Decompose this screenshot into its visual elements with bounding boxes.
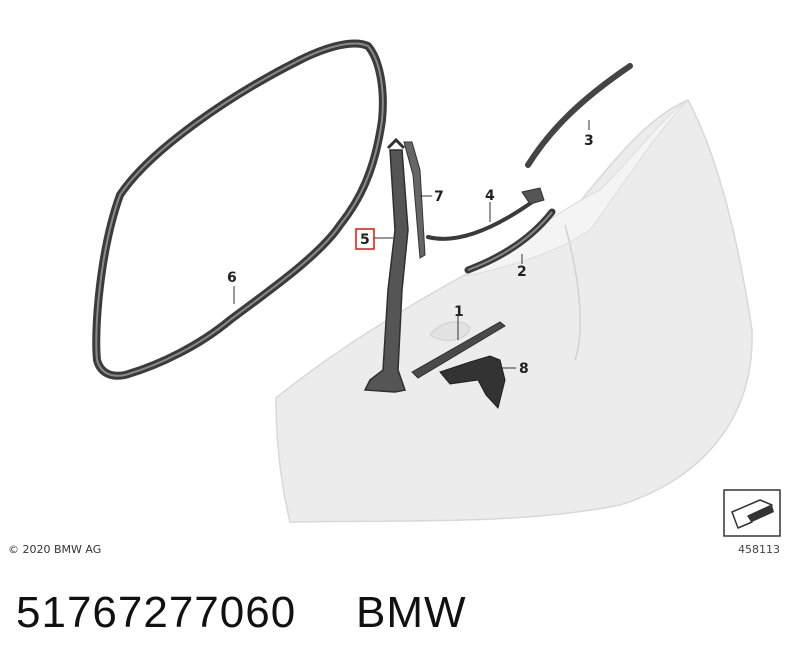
window-channel-part-4 [426, 198, 537, 241]
diagram-reference-number: 458113 [738, 543, 780, 556]
pillar-seal-top [386, 137, 406, 150]
callout-3: 3 [584, 133, 594, 149]
moulding-part-1 [411, 321, 506, 379]
parts-diagram: 6 5 7 4 3 2 1 8 [92, 39, 781, 537]
door-seal-highlight [95, 42, 384, 377]
bracket-part-8 [439, 355, 506, 410]
callout-8: 8 [519, 361, 529, 377]
brand-name: BMW [356, 588, 467, 637]
callout-6: 6 [227, 270, 237, 286]
window-seal-part-3 [525, 63, 633, 168]
belt-seal-highlight [467, 211, 553, 271]
strip-part-7 [403, 141, 426, 259]
door-window-frame [465, 99, 689, 277]
callout-4: 4 [485, 188, 495, 204]
part-number: 51767277060 [16, 588, 297, 637]
door-handle [429, 321, 471, 341]
callout-7: 7 [434, 189, 444, 205]
leader-lines [233, 120, 590, 369]
callout-5-highlight-box [355, 228, 375, 250]
copyright-text: © 2020 BMW AG [8, 543, 102, 556]
callout-2: 2 [517, 264, 527, 280]
callout-1: 1 [454, 304, 464, 320]
pillar-seal-part-5 [363, 149, 409, 393]
door-shutline [564, 224, 581, 361]
callout-5: 5 [360, 232, 370, 248]
door-body-panel [275, 99, 753, 523]
orientation-icon [723, 489, 781, 537]
channel-bracket [521, 187, 545, 205]
